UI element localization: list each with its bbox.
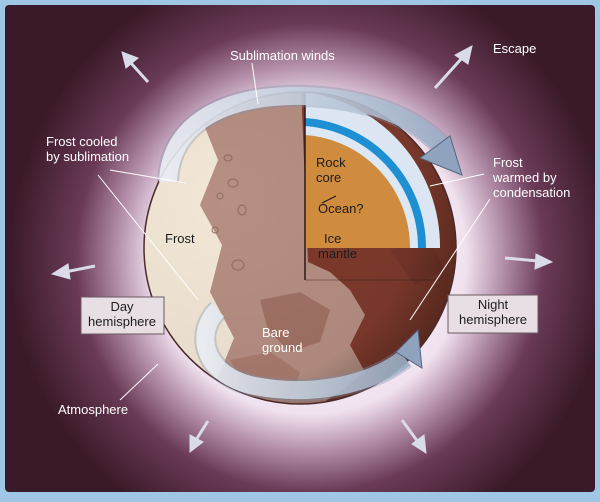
rock-core-layer bbox=[305, 135, 411, 248]
sublimation-wind-arrows bbox=[157, 84, 463, 401]
label-frost-warmed-3: condensation bbox=[493, 185, 570, 200]
label-ice-mantle-1: Ice bbox=[324, 231, 341, 246]
label-rock-core-1: Rock bbox=[316, 155, 346, 170]
label-sublimation-winds: Sublimation winds bbox=[230, 48, 335, 63]
escape-arrows bbox=[50, 45, 554, 454]
top-wind-arrowhead bbox=[418, 135, 463, 176]
bottom-wind-arrow bbox=[196, 303, 411, 399]
bottom-wind-arrowhead bbox=[395, 328, 423, 369]
day-hemisphere-box bbox=[80, 296, 165, 335]
label-frost-cooled-1: Frost cooled bbox=[46, 134, 118, 149]
label-rock-core-2: core bbox=[316, 170, 341, 185]
escape-arrow-right bbox=[504, 253, 554, 270]
label-night-hemisphere-2: hemisphere bbox=[459, 312, 527, 327]
label-frost: Frost bbox=[165, 231, 195, 246]
escape-arrow-top-left bbox=[121, 51, 150, 84]
escape-arrow-left bbox=[50, 263, 96, 280]
label-frost-warmed-2: warmed by bbox=[492, 170, 557, 185]
leader-lines bbox=[97, 62, 491, 401]
label-frost-cooled-2: by sublimation bbox=[46, 149, 129, 164]
escape-arrow-bottom-left bbox=[189, 420, 210, 454]
label-atmosphere: Atmosphere bbox=[58, 402, 128, 417]
label-ice-mantle-2: mantle bbox=[318, 246, 357, 261]
label-night-hemisphere-1: Night bbox=[478, 297, 509, 312]
label-ocean: Ocean? bbox=[318, 201, 364, 216]
label-day-hemisphere-1: Day bbox=[110, 299, 134, 314]
label-escape: Escape bbox=[493, 41, 536, 56]
label-day-hemisphere-2: hemisphere bbox=[88, 314, 156, 329]
label-frost-warmed-1: Frost bbox=[493, 155, 523, 170]
escape-arrow-bottom-right bbox=[400, 419, 427, 454]
top-wind-arrow bbox=[159, 86, 452, 183]
night-hemisphere-box bbox=[447, 294, 539, 334]
label-bare-ground-1: Bare bbox=[262, 325, 289, 340]
escape-arrow-top-right bbox=[433, 45, 473, 90]
label-bare-ground-2: ground bbox=[262, 340, 302, 355]
